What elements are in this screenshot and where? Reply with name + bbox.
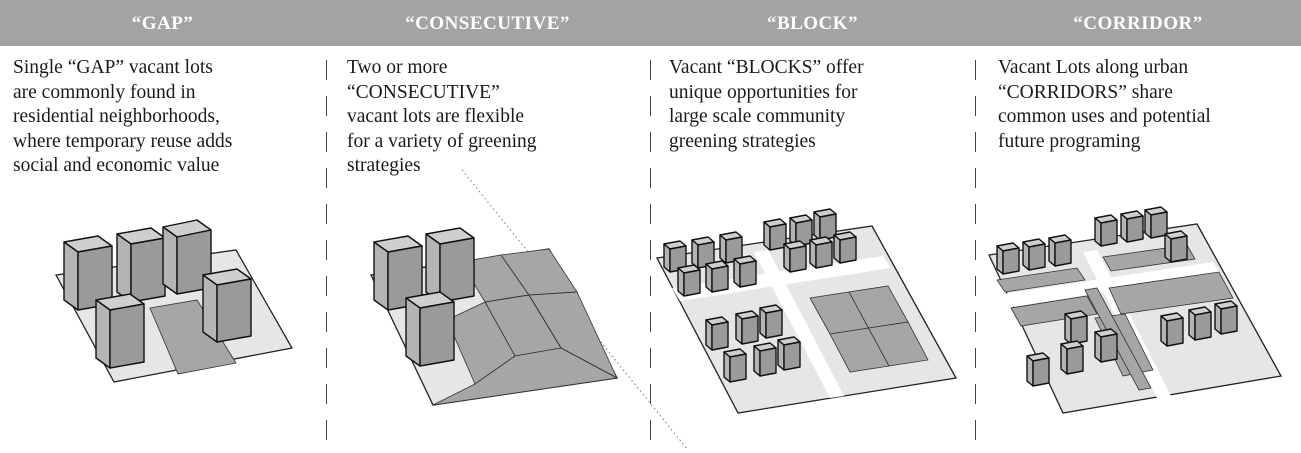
building (759, 304, 783, 339)
vacant-block (809, 285, 929, 373)
buildings-bottom-right (1160, 300, 1238, 347)
building (996, 242, 1020, 275)
building (1214, 300, 1238, 335)
desc-line: residential neighborhoods, (13, 106, 220, 127)
buildings-bottom-left (705, 304, 801, 383)
building (733, 255, 757, 288)
panel-title-block: “BLOCK” (766, 13, 859, 34)
panel-description-consecutive: Two or more “CONSECUTIVE” vacant lots ar… (347, 56, 647, 179)
desc-line: large scale community (669, 106, 846, 127)
desc-line: future programing (998, 130, 1141, 152)
building (405, 291, 455, 367)
buildings-top-left (996, 234, 1072, 275)
building (425, 227, 475, 303)
building (1188, 306, 1212, 341)
consecutive-buildings (373, 227, 475, 367)
desc-line: common uses and potential (998, 106, 1211, 127)
panel-divider (975, 60, 977, 440)
desc-line: are commonly found in (13, 81, 196, 103)
desc-line: Vacant Lots along urban (998, 57, 1189, 78)
panel-description-corridor: Vacant Lots along urban “CORRIDORS” shar… (998, 56, 1298, 154)
desc-line: Single “GAP” vacant lots (13, 57, 213, 78)
building (783, 240, 807, 273)
desc-line: where temporary reuse adds (13, 130, 233, 152)
building (833, 231, 857, 264)
vacant-lot (149, 299, 237, 375)
building (1094, 328, 1118, 363)
desc-line: “CORRIDORS” share (998, 81, 1173, 103)
building (1064, 310, 1088, 345)
buildings-top-right (1094, 206, 1188, 263)
building (723, 348, 747, 383)
corridor-diagram (988, 206, 1283, 414)
building (1022, 238, 1046, 271)
vacant-lots (432, 248, 619, 406)
desc-line: for a variety of greening (347, 130, 537, 152)
building (1048, 234, 1072, 267)
road (754, 250, 844, 398)
buildings-bottom-left (1026, 310, 1118, 387)
desc-line: vacant lots are flexible (347, 106, 525, 127)
gap-diagram (54, 219, 294, 383)
building (809, 236, 833, 269)
panel-divider (326, 60, 328, 440)
building (777, 336, 801, 371)
building (1026, 352, 1050, 387)
panel-description-block: Vacant “BLOCKS” offer unique opportuniti… (669, 56, 969, 154)
building (1144, 206, 1168, 239)
building (705, 260, 729, 293)
desc-line: Vacant “BLOCKS” offer (669, 57, 864, 78)
desc-line: social and economic value (13, 155, 220, 176)
desc-line: Two or more (347, 57, 448, 78)
building (735, 310, 759, 345)
panel-title-corridor: “CORRIDOR” (1073, 13, 1203, 34)
desc-line: unique opportunities for (669, 81, 858, 103)
building (705, 316, 729, 351)
building (763, 218, 787, 251)
building (95, 293, 145, 369)
building (1120, 210, 1144, 243)
panel-description-gap: Single “GAP” vacant lots are commonly fo… (13, 56, 323, 179)
block-diagram (656, 208, 958, 414)
desc-line: greening strategies (669, 130, 816, 152)
building (1060, 340, 1084, 375)
building (813, 208, 837, 241)
desc-line: “CONSECUTIVE” (347, 81, 500, 103)
building (1164, 230, 1188, 263)
building (202, 268, 252, 343)
buildings-top-left (663, 231, 757, 297)
building (753, 342, 777, 377)
building (677, 264, 701, 297)
desc-line: strategies (347, 155, 421, 176)
gap-buildings (63, 219, 252, 369)
building (116, 227, 166, 303)
building (1094, 214, 1118, 247)
header-bar: “GAP” “CONSECUTIVE” “BLOCK” “CORRIDOR” (0, 0, 1301, 46)
consecutive-diagram (370, 227, 619, 406)
panel-title-consecutive: “CONSECUTIVE” (405, 13, 570, 34)
building (1160, 312, 1184, 347)
buildings-top-right (763, 208, 857, 273)
panel-title-gap: “GAP” (131, 13, 194, 34)
